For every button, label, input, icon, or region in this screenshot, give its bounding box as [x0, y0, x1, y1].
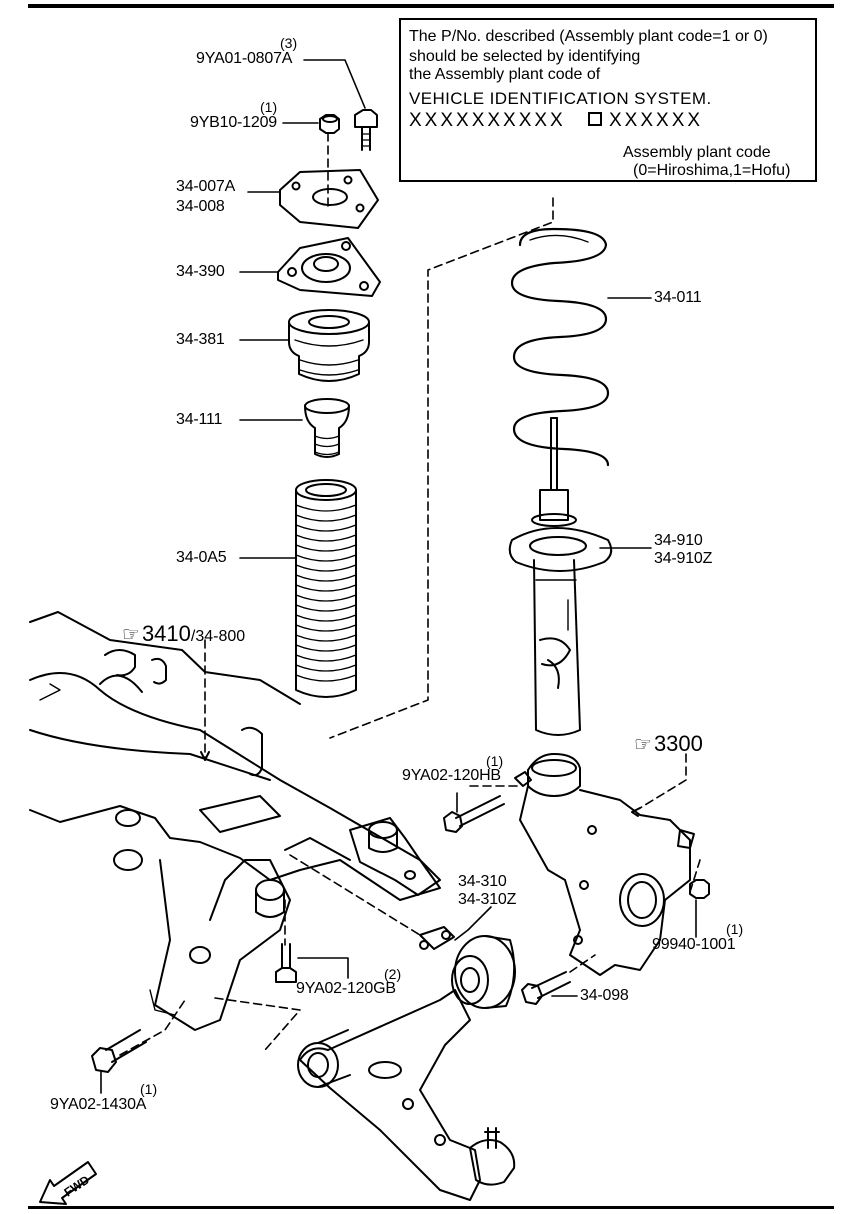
bolt-mid-qty: (2) [384, 966, 402, 982]
arrow-knuckle-icon [631, 807, 641, 817]
bolt-left-icon [91, 1029, 147, 1073]
coil-spring-icon [510, 227, 610, 467]
bearing-icon [288, 309, 370, 382]
strut-label-a: 34-910 [654, 532, 703, 549]
strut-icon [508, 417, 613, 736]
plant-code-label: Assembly plant code [623, 144, 771, 161]
knuckle-ref[interactable]: ☞3300 [634, 732, 703, 757]
spring-label: 34-011 [654, 289, 702, 306]
nut-right-qty: (1) [726, 921, 744, 937]
crossmember-ref[interactable]: ☞3410/34-800 [122, 622, 245, 649]
lower-arm-icon [297, 926, 516, 1201]
bolt-right-label: 34-098 [580, 987, 629, 1004]
leader-lines [100, 59, 697, 1094]
top-border [28, 4, 834, 8]
knuckle-ref-number: 3300 [653, 731, 703, 756]
nut-right-icon [689, 879, 710, 899]
bolt-mid-label: 9YA02-120GB [296, 980, 396, 997]
bolt-top-icon [354, 109, 378, 151]
bump-stopper-icon [304, 398, 350, 458]
nut-top-qty: (1) [260, 99, 278, 115]
vin-code-right: XXXXXX [609, 110, 704, 131]
arrow-crossmember-icon [200, 751, 210, 761]
dust-boot-icon [295, 479, 357, 698]
nut-top-icon [319, 114, 340, 134]
knuckle-bolt-qty: (1) [486, 753, 504, 769]
upper-mount-icon [277, 237, 381, 297]
crossmember-icon [29, 611, 441, 1031]
plate-top-icon [279, 169, 379, 229]
boot-label: 34-0A5 [176, 549, 227, 566]
arm-label-b: 34-310Z [458, 891, 517, 908]
plate-label-b: 34-008 [176, 198, 225, 215]
bearing-label: 34-381 [176, 331, 225, 348]
knuckle-bolt-label: 9YA02-120HB [402, 767, 501, 784]
note-line-1: The P/No. described (Assembly plant code… [409, 28, 768, 45]
nut-top-label: 9YB10-1209 [190, 114, 277, 131]
bolt-left-qty: (1) [140, 1081, 158, 1097]
crossmember-ref-number: 3410 [141, 621, 191, 646]
plant-code-values: (0=Hiroshima,1=Hofu) [633, 162, 791, 179]
bolt-left-label: 9YA02-1430A [50, 1096, 147, 1113]
pointing-hand-icon: ☞ [122, 624, 140, 646]
vin-code-left: XXXXXXXXXX [409, 110, 566, 131]
nut-right-label: 99940-1001 [652, 936, 736, 953]
knuckle-icon [514, 753, 695, 976]
plant-code-note: The P/No. described (Assembly plant code… [399, 18, 817, 182]
arm-label-a: 34-310 [458, 873, 507, 890]
pointing-hand-icon: ☞ [634, 734, 652, 756]
forward-arrow-icon: FWD [39, 1161, 97, 1205]
note-line-2: should be selected by identifying [409, 48, 641, 65]
mount-label: 34-390 [176, 263, 225, 280]
bolt-top-label: 9YA01-0807A [196, 50, 293, 67]
bolt-top-qty: (3) [280, 35, 298, 51]
note-line-3: the Assembly plant code of [409, 66, 601, 83]
strut-label-b: 34-910Z [654, 550, 713, 567]
bolt-knuckle-icon [443, 795, 505, 833]
plate-label-a: 34-007A [176, 178, 236, 195]
note-line-4: VEHICLE IDENTIFICATION SYSTEM. [409, 89, 712, 108]
plant-code-box [588, 112, 602, 126]
crossmember-ref-sub: /34-800 [190, 628, 246, 645]
bolt-mid-icon [275, 943, 297, 983]
bottom-border [28, 1206, 834, 1209]
bolt-right-icon [521, 971, 571, 1005]
bumper-label: 34-111 [176, 411, 223, 428]
